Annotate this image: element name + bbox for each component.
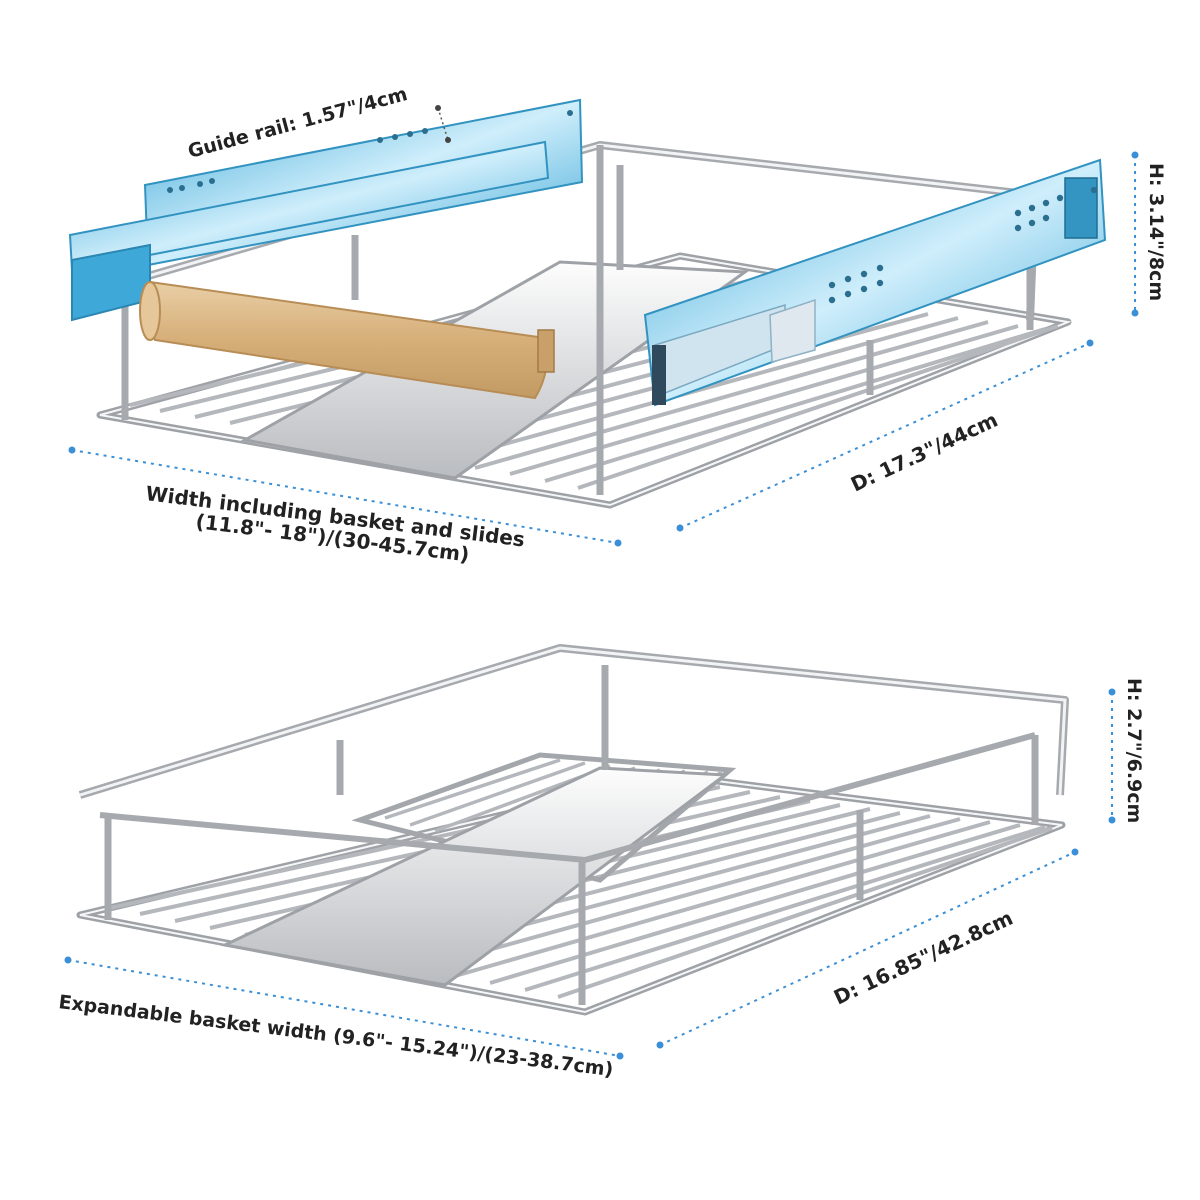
top-depth-dimension-line bbox=[679, 342, 1091, 529]
bottom-basket-side-frame bbox=[78, 644, 1069, 799]
bottom-width-dimension-line bbox=[67, 959, 621, 1057]
top-basket-with-slides bbox=[68, 98, 1107, 509]
bottom-dimension-lines bbox=[64, 688, 1116, 1060]
top-height-label: H: 3.14"/8cm bbox=[1145, 163, 1167, 301]
bottom-basket bbox=[76, 644, 1069, 1016]
bottom-depth-label: D: 16.85"/42.8cm bbox=[830, 906, 1017, 1010]
bottom-basket-posts bbox=[104, 665, 1039, 1005]
bottom-height-label: H: 2.7"/6.9cm bbox=[1123, 678, 1145, 823]
top-left-guide-rail bbox=[68, 98, 584, 322]
top-depth-label: D: 17.3"/44cm bbox=[847, 408, 1001, 497]
top-dimension-lines bbox=[68, 151, 1139, 547]
top-wooden-handle bbox=[139, 280, 555, 400]
guide-rail-dimension-line bbox=[435, 105, 451, 143]
top-right-guide-rail bbox=[643, 158, 1107, 407]
bottom-basket-center-bar bbox=[220, 766, 730, 987]
